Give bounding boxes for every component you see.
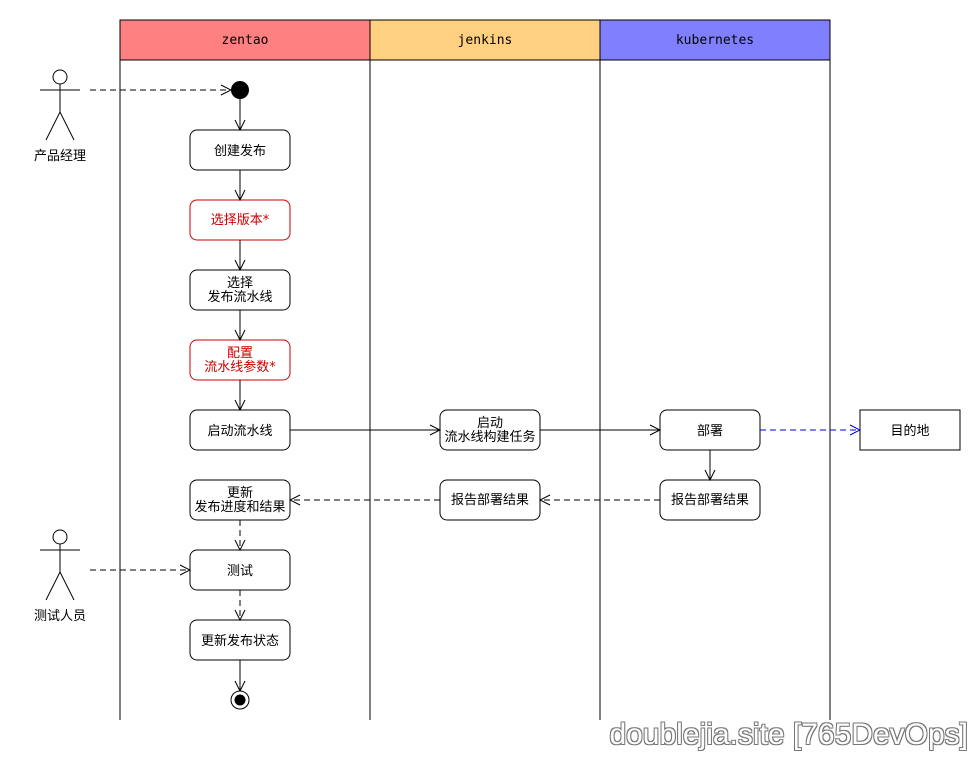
lane-header-kubernetes	[599, 19, 831, 61]
svg-text:更新发布状态: 更新发布状态	[201, 633, 279, 649]
destination-box: 目的地	[859, 409, 961, 451]
activity-select-pipeline: 选择 发布流水线	[189, 269, 291, 311]
watermark: doublejia.site [765DevOps]	[609, 718, 968, 751]
activity-start-pipeline: 启动流水线	[189, 409, 291, 451]
svg-text:选择: 选择	[227, 276, 253, 291]
activity-test: 测试	[189, 549, 291, 591]
lane-header-zentao	[119, 19, 371, 61]
svg-text:报告部署结果: 报告部署结果	[671, 493, 749, 508]
svg-text:启动: 启动	[477, 416, 503, 431]
svg-text:发布进度和结果: 发布进度和结果	[194, 499, 285, 515]
svg-text:创建发布: 创建发布	[214, 143, 266, 159]
start-node	[231, 81, 249, 99]
lane-title-zentao: zentao	[222, 33, 269, 48]
lane-title-kubernetes: kubernetes	[676, 33, 754, 48]
lane-header-jenkins	[369, 19, 601, 61]
svg-text:报告部署结果: 报告部署结果	[451, 493, 529, 508]
svg-text:测试: 测试	[227, 564, 253, 579]
actor-tester	[40, 529, 80, 601]
dashed-flow-arrows	[90, 90, 660, 620]
activity-deploy: 部署	[659, 409, 761, 451]
svg-text:发布流水线: 发布流水线	[207, 289, 272, 305]
actor-product-manager	[40, 69, 80, 141]
svg-text:目的地: 目的地	[890, 423, 929, 439]
svg-text:流水线参数*: 流水线参数*	[204, 359, 276, 375]
svg-text:配置: 配置	[227, 346, 253, 361]
activity-create-release: 创建发布	[189, 129, 291, 171]
activity-update-status: 更新发布状态	[189, 619, 291, 661]
activity-report-k8s: 报告部署结果	[659, 479, 761, 521]
end-node	[230, 690, 250, 710]
svg-text:部署: 部署	[697, 424, 723, 439]
activity-start-build: 启动 流水线构建任务	[439, 409, 541, 451]
svg-text:选择版本*: 选择版本*	[211, 213, 270, 228]
svg-text:更新: 更新	[227, 485, 253, 501]
activity-update-progress: 更新 发布进度和结果	[189, 479, 291, 521]
lane-title-jenkins: jenkins	[458, 33, 513, 48]
activity-select-version: 选择版本*	[189, 199, 291, 241]
activity-config-params: 配置 流水线参数*	[189, 339, 291, 381]
flow-arrows	[240, 99, 710, 691]
actor-label-pm: 产品经理	[34, 149, 86, 164]
svg-text:流水线构建任务: 流水线构建任务	[444, 429, 535, 445]
actor-label-tester: 测试人员	[34, 609, 86, 624]
activity-report-jenkins: 报告部署结果	[439, 479, 541, 521]
svg-text:启动流水线: 启动流水线	[207, 424, 272, 439]
